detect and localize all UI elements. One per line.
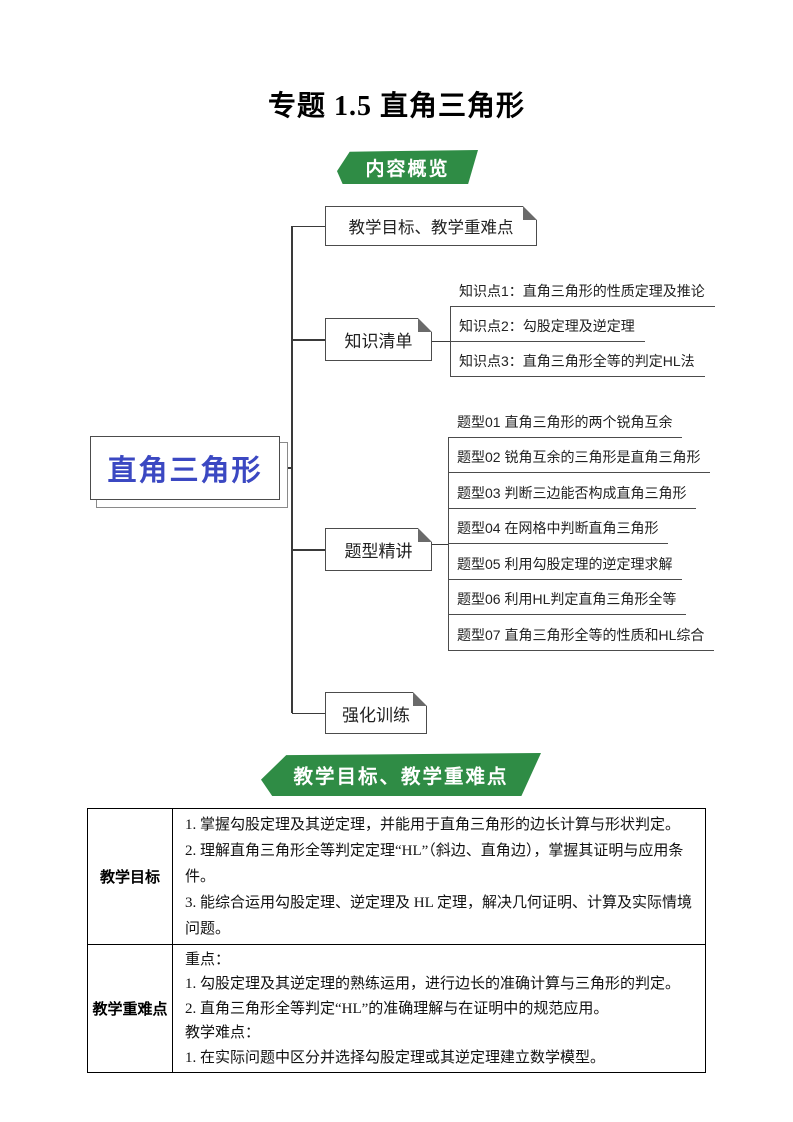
root-node-label: 直角三角形 <box>90 436 280 500</box>
topic-type-item: 题型02 锐角互余的三角形是直角三角形 <box>448 438 711 473</box>
root-node: 直角三角形 <box>90 436 288 508</box>
knowledge-point-item: 知识点2：勾股定理及逆定理 <box>450 307 645 342</box>
table-line: 1. 掌握勾股定理及其逆定理，并能用于直角三角形的边长计算与形状判定。 <box>185 817 681 833</box>
table-line: 2. 直角三角形全等判定“HL”的准确理解与在证明中的规范应用。 <box>185 1000 609 1017</box>
table-row-header: 教学重难点 <box>87 943 173 1074</box>
branch-node-topic-types: 题型精讲 <box>325 527 433 571</box>
knowledge-point-group: 知识点1：直角三角形的性质定理及推论 知识点2：勾股定理及逆定理 知识点3：直角… <box>450 272 715 377</box>
table-line: 1. 勾股定理及其逆定理的熟练运用，进行边长的准确计算与三角形的判定。 <box>185 976 681 993</box>
table-line: 重点： <box>185 952 231 968</box>
topic-type-item: 题型03 判断三边能否构成直角三角形 <box>448 473 697 509</box>
table-row: 教学目标 1. 掌握勾股定理及其逆定理，并能用于直角三角形的边长计算与形状判定。… <box>87 808 706 945</box>
topic-type-item: 题型05 利用勾股定理的逆定理求解 <box>448 544 683 580</box>
table-line: 2. 理解直角三角形全等判定定理“HL”（斜边、直角边），掌握其证明与应用条件。 <box>185 843 684 885</box>
table-row: 教学重难点 重点： 1. 勾股定理及其逆定理的熟练运用，进行边长的准确计算与三角… <box>87 943 706 1074</box>
objectives-banner: 教学目标、教学重难点 <box>261 753 541 796</box>
branch-node-knowledge-list: 知识清单 <box>325 317 433 361</box>
topic-type-group: 题型01 直角三角形的两个锐角互余 题型02 锐角互余的三角形是直角三角形 题型… <box>448 402 715 651</box>
knowledge-point-item: 知识点1：直角三角形的性质定理及推论 <box>450 272 715 307</box>
overview-banner: 内容概览 <box>337 150 478 184</box>
objectives-banner-label: 教学目标、教学重难点 <box>293 766 509 788</box>
topic-type-item: 题型06 利用HL判定直角三角形全等 <box>448 580 687 615</box>
topic-group-connector-line <box>432 543 448 545</box>
table-line: 3. 能综合运用勾股定理、逆定理及 HL 定理，解决几何证明、计算及实际情境问题… <box>185 895 692 937</box>
branch-node-training: 强化训练 <box>325 691 428 734</box>
branch-node-knowledge-list-label: 知识清单 <box>344 332 413 351</box>
topic-type-item: 题型07 直角三角形全等的性质和HL综合 <box>448 615 715 651</box>
page-title: 专题 1.5 直角三角形 <box>267 91 525 122</box>
table-line: 教学难点： <box>185 1025 261 1042</box>
branch-node-topic-types-label: 题型精讲 <box>344 542 413 561</box>
branch3-connector-line <box>292 549 325 551</box>
topic-type-item: 题型04 在网格中判断直角三角形 <box>448 509 669 544</box>
overview-banner-label: 内容概览 <box>365 158 450 180</box>
branch1-connector-line <box>292 225 325 227</box>
knowledge-point-item: 知识点3：直角三角形全等的判定HL法 <box>450 342 705 377</box>
table-line: 1. 在实际问题中区分并选择勾股定理或其逆定理建立数学模型。 <box>185 1049 606 1066</box>
branch-node-objectives: 教学目标、教学重难点 <box>325 205 538 246</box>
topic-type-item: 题型01 直角三角形的两个锐角互余 <box>448 402 683 438</box>
branch4-connector-line <box>292 712 325 714</box>
branch2-connector-line <box>292 339 325 341</box>
objectives-table: 教学目标 1. 掌握勾股定理及其逆定理，并能用于直角三角形的边长计算与形状判定。… <box>87 808 706 1074</box>
knowledge-group-connector-line <box>432 341 450 343</box>
table-row-content: 重点： 1. 勾股定理及其逆定理的熟练运用，进行边长的准确计算与三角形的判定。 … <box>172 943 706 1074</box>
table-row-header: 教学目标 <box>87 808 173 945</box>
table-row-content: 1. 掌握勾股定理及其逆定理，并能用于直角三角形的边长计算与形状判定。 2. 理… <box>172 808 706 945</box>
branch-node-training-label: 强化训练 <box>342 705 410 725</box>
branch-node-objectives-label: 教学目标、教学重难点 <box>348 219 514 237</box>
mindmap-spine-line <box>291 226 293 713</box>
